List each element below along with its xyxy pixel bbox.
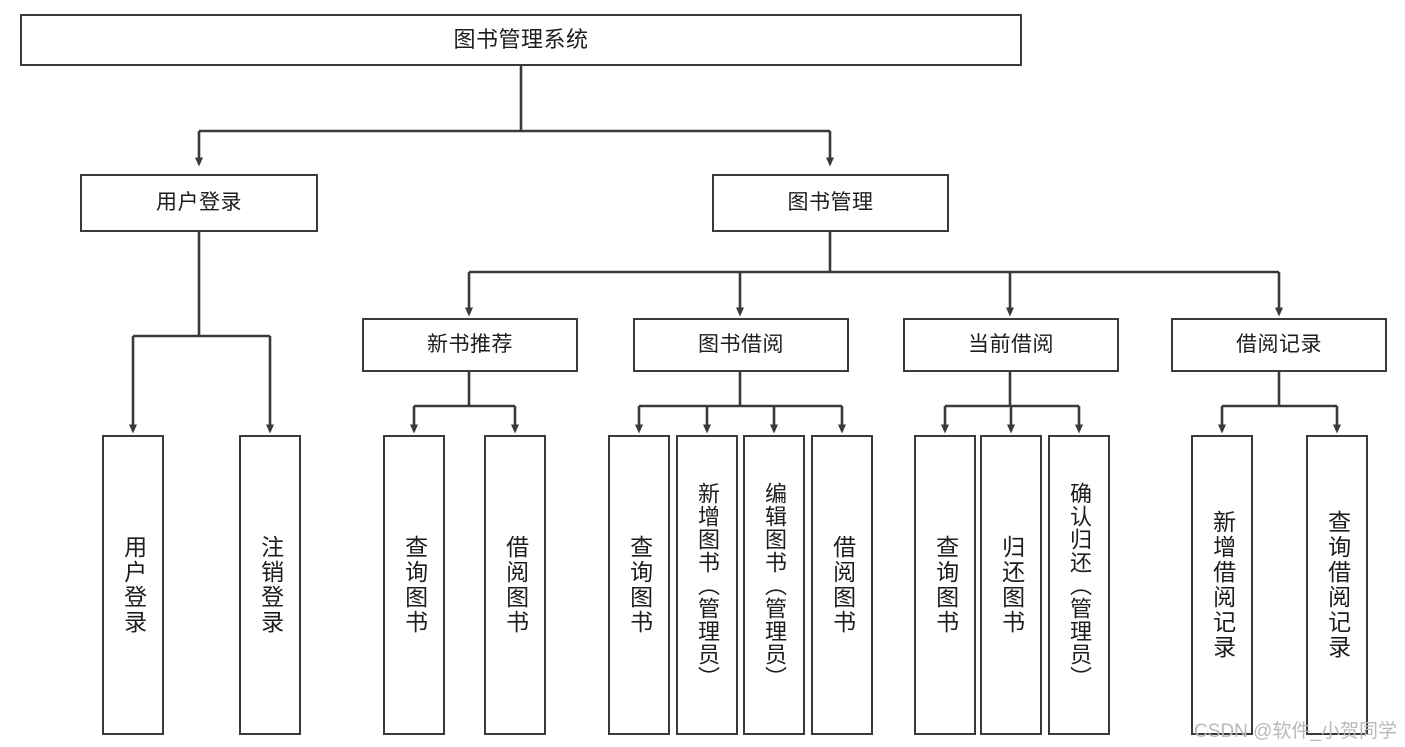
node-label: 当前借阅 — [968, 333, 1054, 357]
leaf-current-borrow-return[interactable]: 归还图书 — [980, 435, 1042, 735]
node-label: 确认归还（管理员） — [1066, 481, 1092, 689]
node-label: 借阅图书 — [502, 535, 529, 635]
node-label: 查询图书 — [626, 535, 653, 635]
node-label: 归还图书 — [998, 535, 1025, 635]
node-label: 查询借阅记录 — [1324, 510, 1351, 660]
node-root-book-management-system[interactable]: 图书管理系统 — [20, 14, 1022, 66]
node-label: 新增借阅记录 — [1209, 510, 1236, 660]
leaf-book-borrow-edit-admin[interactable]: 编辑图书（管理员） — [743, 435, 805, 735]
node-label: 新增图书（管理员） — [694, 481, 720, 689]
node-label: 借阅图书 — [829, 535, 856, 635]
leaf-book-borrow-query[interactable]: 查询图书 — [608, 435, 670, 735]
node-label: 图书管理系统 — [453, 26, 589, 52]
node-label: 新书推荐 — [427, 333, 513, 357]
leaf-user-login-signout[interactable]: 注销登录 — [239, 435, 301, 735]
leaf-borrow-record-add[interactable]: 新增借阅记录 — [1191, 435, 1253, 735]
leaf-book-borrow-borrow[interactable]: 借阅图书 — [811, 435, 873, 735]
node-borrow-record[interactable]: 借阅记录 — [1171, 318, 1387, 372]
node-label: 图书管理 — [787, 191, 874, 215]
node-new-book-recommend[interactable]: 新书推荐 — [362, 318, 578, 372]
node-label: 用户登录 — [120, 535, 147, 635]
csdn-watermark: CSDN @软件_小贺同学 — [1194, 721, 1397, 742]
node-current-borrow[interactable]: 当前借阅 — [903, 318, 1119, 372]
leaf-borrow-record-query[interactable]: 查询借阅记录 — [1306, 435, 1368, 735]
node-label: 查询图书 — [932, 535, 959, 635]
node-book-borrow[interactable]: 图书借阅 — [633, 318, 849, 372]
leaf-current-borrow-confirm-return-admin[interactable]: 确认归还（管理员） — [1048, 435, 1110, 735]
node-label: 注销登录 — [257, 535, 284, 635]
leaf-book-borrow-add-admin[interactable]: 新增图书（管理员） — [676, 435, 738, 735]
node-label: 用户登录 — [156, 191, 242, 215]
node-label: 查询图书 — [401, 535, 428, 635]
leaf-new-book-query[interactable]: 查询图书 — [383, 435, 445, 735]
node-label: 借阅记录 — [1236, 333, 1322, 357]
node-user-login[interactable]: 用户登录 — [80, 174, 318, 232]
leaf-user-login-signin[interactable]: 用户登录 — [102, 435, 164, 735]
node-book-management[interactable]: 图书管理 — [712, 174, 949, 232]
node-label: 编辑图书（管理员） — [761, 481, 787, 689]
node-label: 图书借阅 — [698, 333, 784, 357]
leaf-new-book-borrow[interactable]: 借阅图书 — [484, 435, 546, 735]
leaf-current-borrow-query[interactable]: 查询图书 — [914, 435, 976, 735]
